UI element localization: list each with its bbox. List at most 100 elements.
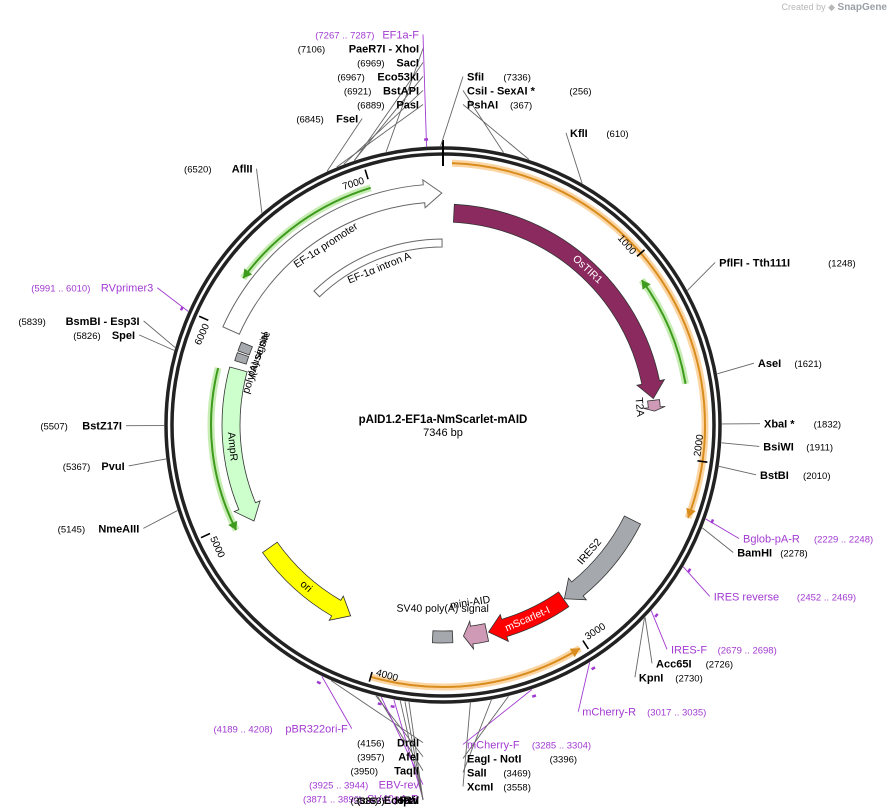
enzyme-csii-sexai[interactable]: CsiI - SexAI *(256) (467, 85, 592, 97)
enzyme-position: (6967) (337, 72, 364, 83)
enzyme-position: (5826) (73, 331, 100, 342)
primer-marker (316, 680, 322, 685)
primer-mcherry-f[interactable]: mCherry-F(3285 .. 3304) (467, 739, 591, 751)
enzyme-leader-line (462, 699, 492, 773)
enzyme-bsmbi-esp3i[interactable]: BsmBI - Esp3I(5839) (18, 316, 139, 328)
feature-ires2-shape[interactable] (563, 515, 642, 601)
primer-marker (710, 519, 715, 524)
enzyme-position: (1621) (794, 359, 821, 370)
enzyme-bstbi[interactable]: BstBI(2010) (760, 470, 830, 482)
enzyme-nmeaiii[interactable]: NmeAIII(5145) (58, 523, 140, 535)
enzyme-leader-line (687, 262, 716, 291)
orf-line (370, 647, 581, 688)
primer-leader-line (650, 610, 668, 650)
primer-mcherry-r[interactable]: mCherry-R(3017 .. 3035) (582, 707, 706, 719)
enzyme-position: (1911) (806, 442, 833, 453)
orf-line (242, 186, 371, 279)
enzyme-xbai[interactable]: XbaI *(1832) (764, 419, 841, 431)
primer-ef1a-f[interactable]: EF1a-F(7267 .. 7287) (315, 29, 419, 41)
enzyme-aflii[interactable]: AflII(6520) (184, 164, 252, 176)
enzyme-pasi[interactable]: PasI(6889) (357, 99, 419, 111)
primer-marker (654, 613, 659, 618)
primer-leader-line (577, 662, 591, 712)
enzyme-bsiwi[interactable]: BsiWI(1911) (763, 441, 833, 453)
primer-leader-line (321, 676, 353, 729)
primer-pbr322ori-f[interactable]: pBR322ori-F(4189 .. 4208) (214, 724, 349, 736)
enzyme-taqii[interactable]: TaqII(3950) (351, 766, 419, 778)
enzyme-bamhi[interactable]: BamHI(2278) (737, 547, 807, 559)
feature-ampr[interactable]: AmpR (221, 366, 261, 522)
tick-label: 2000 (692, 433, 706, 457)
primer-ires-reverse[interactable]: IRES reverse(2452 .. 2469) (714, 591, 856, 603)
feature-ori[interactable]: ori (261, 541, 352, 621)
enzyme-bstapi[interactable]: BstAPI(6921) (344, 85, 419, 97)
enzyme-kpni[interactable]: KpnI(2730) (639, 672, 703, 684)
enzyme-leader-line (256, 168, 263, 213)
primer-position: (7267 .. 7287) (315, 30, 374, 41)
feature-ampr-shape[interactable] (221, 366, 261, 522)
feature-sv40pa[interactable]: SV40 poly(A) signal (397, 603, 489, 644)
feature-t2a[interactable]: T2A (633, 397, 666, 417)
enzyme-xcmi[interactable]: XcmI(3558) (467, 781, 531, 793)
enzyme-leader-line (354, 62, 424, 161)
enzyme-leader-line (399, 700, 424, 801)
feature-ef1a-prom-shape[interactable] (222, 178, 443, 335)
enzyme-eco53ki[interactable]: Eco53kI(6967) (337, 71, 419, 83)
enzyme-pflfi-tth111i[interactable]: PflFI - Tth111I(1248) (719, 257, 855, 269)
enzyme-acc65i[interactable]: Acc65I(2726) (656, 658, 733, 670)
feature-ef1a-intron-shape[interactable] (313, 238, 443, 298)
snapgene-credit: Created by ◆ SnapGene (782, 2, 887, 13)
feature-mscarlet-shape[interactable] (487, 591, 570, 643)
enzyme-pvui[interactable]: PvuI(5367) (63, 461, 125, 473)
enzyme-position: (3558) (503, 782, 530, 793)
primer-rvprimer3[interactable]: RVprimer3(5991 .. 6010) (31, 283, 153, 295)
enzyme-position: (7336) (503, 72, 530, 83)
feature-t2a-shape[interactable] (643, 399, 666, 412)
enzyme-eagi-noti[interactable]: EagI - NotI(3396) (467, 753, 577, 765)
primer-ires-f[interactable]: IRES-F(2679 .. 2698) (671, 644, 777, 656)
enzyme-pshai[interactable]: PshAI(367) (467, 99, 532, 111)
enzyme-paer7i-xhoi[interactable]: PaeR7I - XhoI(7106) (298, 43, 419, 55)
enzyme-fsei[interactable]: FseI(6845) (296, 113, 358, 125)
feature-polya-shape[interactable] (234, 352, 250, 365)
primer-sv40pa-r[interactable]: SV40pA-R(3871 .. 3890) (303, 794, 419, 806)
enzyme-position: (3950) (351, 767, 378, 778)
tick-label: 6000 (193, 322, 212, 347)
enzyme-name: BamHI (737, 547, 772, 559)
feature-mscarlet[interactable]: mScarlet-I (487, 591, 570, 643)
snapgene-logo-icon: ◆ (828, 2, 836, 12)
feature-ostir1[interactable]: OsTIR1 (452, 203, 666, 400)
enzyme-position: (5507) (40, 422, 67, 433)
feature-sv40pa-label: SV40 poly(A) signal (397, 603, 489, 615)
primer-ebv-rev[interactable]: EBV-rev(3925 .. 3944) (309, 780, 419, 792)
feature-miniaid[interactable]: mini-AID (449, 594, 491, 651)
primer-bglob-pa-r[interactable]: Bglob-pA-R(2229 .. 2248) (743, 533, 873, 545)
enzyme-afei[interactable]: AfeI(3957) (357, 752, 419, 764)
primer-marker (377, 702, 382, 706)
feature-pause-shape[interactable] (237, 341, 253, 356)
enzyme-asei[interactable]: AseI(1621) (758, 358, 822, 370)
enzyme-sali[interactable]: SalI(3469) (467, 767, 531, 779)
enzyme-bstz17i[interactable]: BstZ17I(5507) (40, 421, 122, 433)
feature-ori-shape[interactable] (261, 541, 352, 621)
enzyme-leader-line (138, 334, 175, 351)
enzyme-hpai[interactable]: HpaI(3833) (357, 795, 419, 807)
enzyme-leader-line (343, 90, 424, 165)
enzyme-name: SpeI (112, 330, 135, 342)
enzyme-ecorv[interactable]: EcoRV(3816) (351, 795, 420, 807)
primer-leader-line (705, 518, 740, 539)
feature-ostir1-shape[interactable] (452, 203, 666, 400)
enzyme-name: HpaI (395, 795, 419, 807)
feature-ires2[interactable]: IRES2 (563, 515, 642, 601)
enzyme-kfli[interactable]: KflI(610) (570, 128, 629, 140)
enzyme-sfii[interactable]: SfiI(7336) (467, 71, 531, 83)
enzyme-drdi[interactable]: DrdI(4156) (357, 738, 419, 750)
enzyme-leader-line (634, 617, 645, 678)
enzyme-saci[interactable]: SacI(6969) (357, 57, 419, 69)
enzyme-position: (2726) (706, 659, 733, 670)
enzyme-spei[interactable]: SpeI (5826) (73, 330, 135, 342)
feature-sv40pa-shape[interactable] (431, 630, 454, 644)
primer-name: mCherry-F (467, 739, 520, 751)
enzyme-psii[interactable]: PsiI(3853) (357, 795, 419, 807)
feature-miniaid-shape[interactable] (462, 619, 490, 651)
